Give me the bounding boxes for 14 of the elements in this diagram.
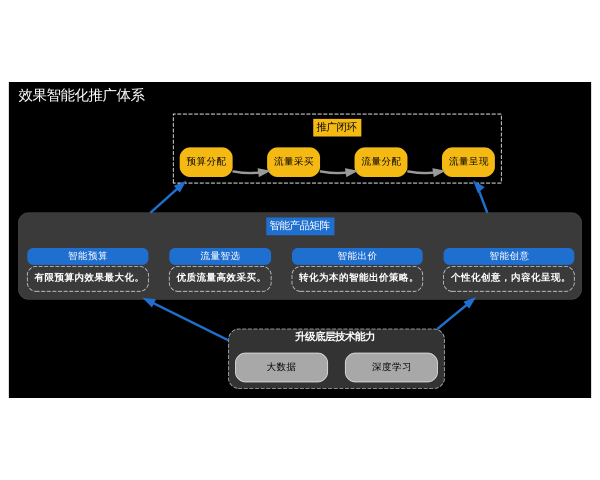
node-box: 预算分配 [180,147,233,178]
node-box: 流量采买 [267,147,320,178]
arrow [407,168,446,178]
node-box: 大数据 [235,352,328,382]
diagram-title: 效果智能化推广体系 [18,88,144,104]
node-box: 流量分配 [354,147,408,178]
node-box: 深度学习 [344,352,438,382]
arrow [472,180,488,214]
arrow [232,168,271,178]
arrow [436,297,476,330]
arrow [150,180,186,214]
arrow [320,168,358,178]
arrow [142,298,230,342]
node-box: 流量呈现 [442,147,495,178]
